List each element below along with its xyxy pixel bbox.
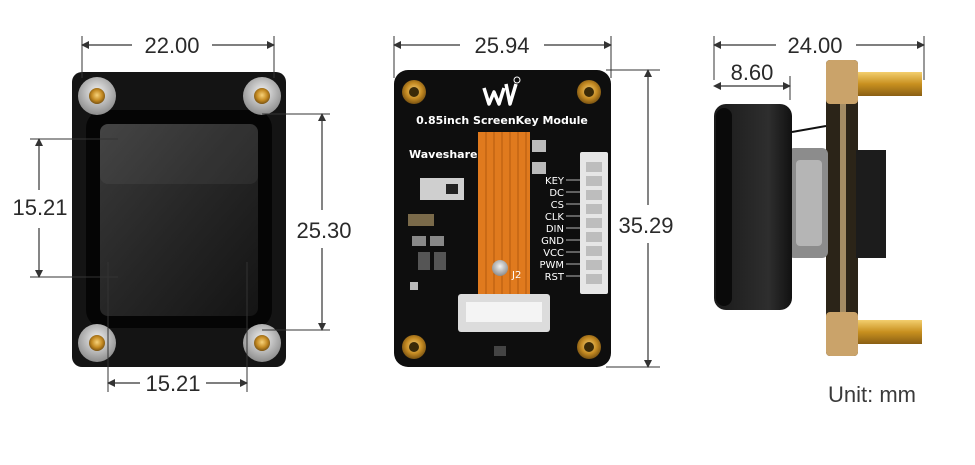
pin-label: CLK bbox=[545, 212, 565, 223]
flex-screw bbox=[492, 260, 508, 276]
back-view: 0.85inch ScreenKey Module Waveshare J2 bbox=[393, 33, 674, 368]
back-mounting-hole bbox=[577, 80, 601, 104]
side-dim-top-label: 24.00 bbox=[787, 33, 842, 58]
waveshare-logo-icon bbox=[482, 76, 521, 106]
back-dim-right-label: 35.29 bbox=[618, 213, 673, 238]
back-mounting-hole bbox=[577, 335, 601, 359]
connector-label: J2 bbox=[511, 270, 521, 281]
back-mounting-hole bbox=[402, 335, 426, 359]
pin-label: DIN bbox=[546, 224, 564, 235]
pin-label: GND bbox=[541, 236, 564, 247]
side-view: 24.00 8.60 bbox=[713, 33, 925, 356]
side-standoff bbox=[858, 72, 922, 96]
front-dimension-width: 22.00 bbox=[81, 33, 275, 78]
back-mounting-hole bbox=[402, 80, 426, 104]
side-dimension-depth: 24.00 bbox=[713, 33, 925, 80]
front-view: 22.00 15.21 25.30 15.21 bbox=[12, 33, 351, 396]
front-dim-right-label: 25.30 bbox=[296, 218, 351, 243]
pin-label: PWM bbox=[539, 260, 564, 271]
pin-label: CS bbox=[551, 200, 564, 211]
front-standoff bbox=[78, 77, 116, 115]
side-standoff bbox=[858, 320, 922, 344]
back-dimension-width: 25.94 bbox=[393, 33, 612, 78]
pin-label: DC bbox=[549, 188, 564, 199]
back-dim-top-label: 25.94 bbox=[474, 33, 529, 58]
front-dim-top-label: 22.00 bbox=[144, 33, 199, 58]
pin-label: KEY bbox=[545, 176, 565, 187]
back-brand-label: Waveshare bbox=[409, 148, 477, 161]
pin-label: VCC bbox=[543, 248, 564, 259]
front-standoff bbox=[78, 324, 116, 362]
side-switch bbox=[420, 178, 464, 200]
side-key-cap bbox=[714, 104, 792, 310]
back-module-title: 0.85inch ScreenKey Module bbox=[416, 114, 588, 127]
pin-label: RST bbox=[545, 272, 565, 283]
front-dimension-height: 25.30 bbox=[262, 113, 352, 331]
side-dim-inner-label: 8.60 bbox=[731, 60, 774, 85]
front-screen bbox=[100, 124, 258, 316]
front-dimension-screen-height: 15.21 bbox=[12, 138, 118, 278]
front-dimension-screen-width: 15.21 bbox=[107, 262, 248, 396]
side-dimension-cap-depth: 8.60 bbox=[713, 60, 791, 100]
front-standoff bbox=[243, 324, 281, 362]
front-standoff bbox=[243, 77, 281, 115]
front-dim-bottom-label: 15.21 bbox=[145, 371, 200, 396]
front-dim-left-label: 15.21 bbox=[12, 195, 67, 220]
back-dimension-height: 35.29 bbox=[606, 69, 674, 368]
unit-label: Unit: mm bbox=[828, 382, 916, 407]
